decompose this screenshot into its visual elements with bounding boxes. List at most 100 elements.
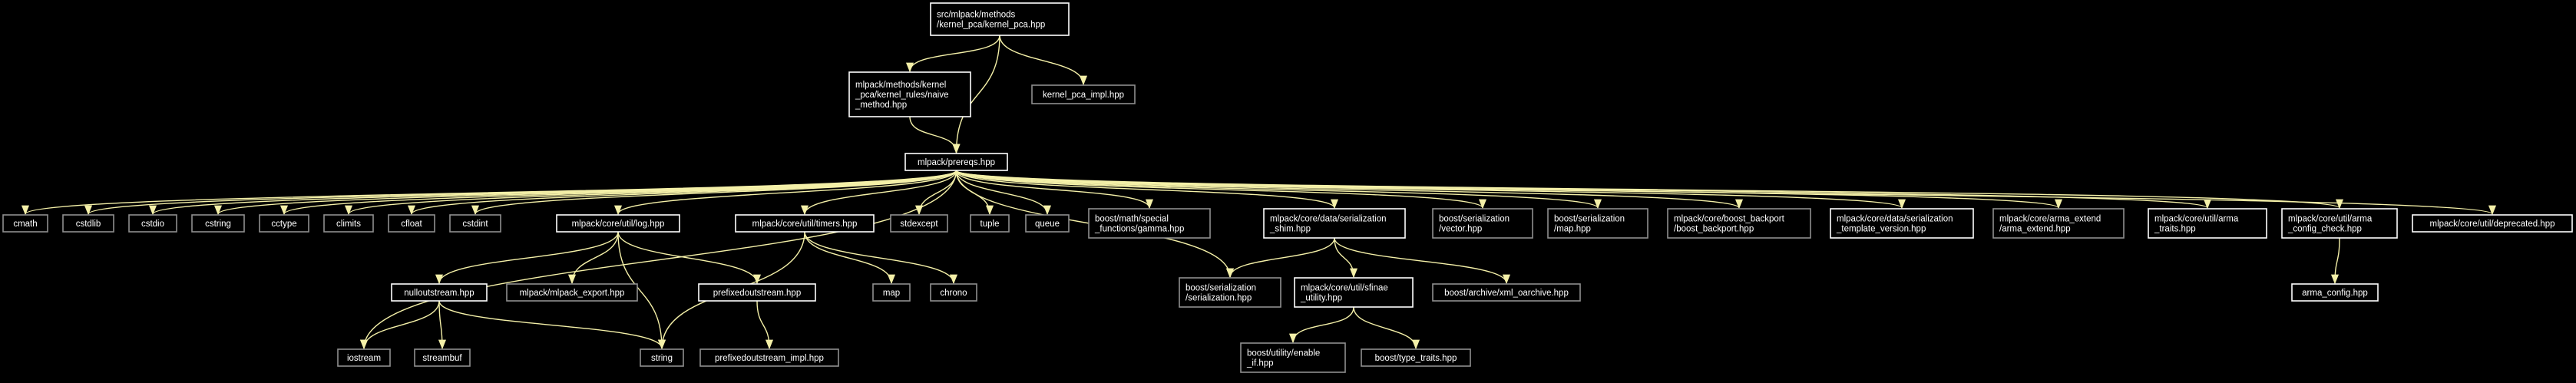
node-label-cmath-line-1: cmath xyxy=(13,220,37,229)
node-label-sfinae-line-1: mlpack/core/util/sfinae xyxy=(1301,284,1388,293)
edge-nullout-to-iostream xyxy=(359,300,440,350)
node-box-cmath xyxy=(2,214,48,233)
node-naive[interactable]: mlpack/methods/kernel_pca/kernel_rules/n… xyxy=(848,71,971,117)
edge-timers-to-chrono xyxy=(804,231,957,285)
node-label-arma_traits-line-1: mlpack/core/util/arma xyxy=(2154,215,2239,224)
node-label-config_check-line-1: mlpack/core/util/arma xyxy=(2288,215,2373,224)
node-sfinae[interactable]: mlpack/core/util/sfinae_utility.hpp xyxy=(1294,277,1414,308)
node-config_check[interactable]: mlpack/core/util/arma_config_check.hpp xyxy=(2281,208,2398,239)
node-label-impl-line-1: kernel_pca_impl.hpp xyxy=(1043,91,1124,100)
edge-prereqs-to-config_check xyxy=(955,170,2343,210)
node-stdexcept: stdexcept xyxy=(890,214,948,233)
node-label-chrono-line-1: chrono xyxy=(940,289,967,298)
node-iostream: iostream xyxy=(337,348,391,367)
node-label-stdexcept-line-1: stdexcept xyxy=(900,220,938,229)
edge-prereqs-to-cstdlib xyxy=(84,170,957,216)
node-label-prereqs-line-1: mlpack/prereqs.hpp xyxy=(918,158,995,167)
node-box-gamma xyxy=(1088,208,1211,239)
edge-prereqs-to-backport xyxy=(955,170,1743,210)
node-label-tuple-line-1: tuple xyxy=(980,220,1000,229)
nodes-layer: src/mlpack/methods/kernel_pca/kernel_pca… xyxy=(2,2,2573,373)
node-arma_config[interactable]: arma_config.hpp xyxy=(2291,283,2379,302)
node-box-shim xyxy=(1263,208,1406,239)
edge-prereqs-to-gamma xyxy=(955,170,1153,210)
node-box-stdexcept xyxy=(890,214,948,233)
node-label-arma_extend-line-2: /arma_extend.hpp xyxy=(1999,225,2071,234)
node-box-template_version xyxy=(1830,208,1974,239)
edge-prereqs-to-vector xyxy=(955,170,1486,210)
node-box-timers xyxy=(735,214,875,233)
node-label-arma_extend-line-1: mlpack/core/arma_extend xyxy=(1999,215,2101,224)
node-streambuf: streambuf xyxy=(414,348,471,367)
node-mlpack_export: mlpack/mlpack_export.hpp xyxy=(506,283,638,302)
node-label-serialization-line-1: boost/serialization xyxy=(1185,284,1256,293)
node-arma_traits[interactable]: mlpack/core/util/arma_traits.hpp xyxy=(2148,208,2267,239)
node-label-naive-line-1: mlpack/methods/kernel xyxy=(855,81,946,90)
node-nullout[interactable]: nulloutstream.hpp xyxy=(391,283,488,302)
node-box-map xyxy=(872,283,911,302)
node-label-backport-line-1: mlpack/core/boost_backport xyxy=(1674,215,1785,224)
edge-prereqs-to-cstdint xyxy=(471,170,957,216)
edge-prereqs-to-cstdio xyxy=(149,170,957,216)
node-box-xml_oarchive xyxy=(1432,283,1581,302)
node-label-shim-line-2: _shim.hpp xyxy=(1269,225,1311,234)
edge-log-to-nullout xyxy=(435,231,619,285)
node-box-sfinae xyxy=(1294,277,1414,308)
node-box-cctype xyxy=(259,214,309,233)
node-box-queue xyxy=(1025,214,1070,233)
node-label-cstdio-line-1: cstdio xyxy=(141,220,164,229)
edge-prereqs-to-queue xyxy=(955,170,1051,216)
node-label-log-line-1: mlpack/core/util/log.hpp xyxy=(572,220,665,229)
node-label-mlpack_export-line-1: mlpack/mlpack_export.hpp xyxy=(520,289,625,298)
node-cfloat: cfloat xyxy=(388,214,435,233)
node-label-map-line-1: map xyxy=(883,289,900,298)
node-box-tuple xyxy=(970,214,1010,233)
node-prereqs[interactable]: mlpack/prereqs.hpp xyxy=(904,153,1008,171)
node-box-vector xyxy=(1432,208,1533,239)
node-template_version[interactable]: mlpack/core/data/serialization_template_… xyxy=(1830,208,1974,239)
node-box-arma_config xyxy=(2291,283,2379,302)
node-log[interactable]: mlpack/core/util/log.hpp xyxy=(556,214,680,233)
edge-sfinae-to-enable_if xyxy=(1288,306,1354,344)
node-label-arma_traits-line-2: _traits.hpp xyxy=(2154,225,2196,234)
node-label-template_version-line-2: _template_version.hpp xyxy=(1836,225,1926,234)
node-cstdlib: cstdlib xyxy=(62,214,114,233)
node-label-deprecated-line-1: mlpack/core/util/deprecated.hpp xyxy=(2429,220,2555,229)
node-label-prefixed-line-1: prefixedoutstream.hpp xyxy=(713,289,801,298)
edge-prefixed-to-prefixed_impl xyxy=(756,300,774,350)
node-map: map xyxy=(872,283,911,302)
node-box-climits xyxy=(323,214,374,233)
node-string: string xyxy=(640,348,684,367)
edge-log-to-prefixed xyxy=(617,231,761,285)
edge-log-to-mlpack_export xyxy=(567,231,619,285)
node-box-impl xyxy=(1031,84,1136,104)
node-box-backport xyxy=(1667,208,1811,239)
node-label-template_version-line-1: mlpack/core/data/serialization xyxy=(1837,215,1953,224)
edge-shim-to-xml_oarchive xyxy=(1334,237,1510,285)
node-label-cctype-line-1: cctype xyxy=(271,220,296,229)
node-label-type_traits-line-1: boost/type_traits.hpp xyxy=(1375,354,1457,363)
node-box-cfloat xyxy=(388,214,435,233)
node-label-arma_config-line-1: arma_config.hpp xyxy=(2302,289,2368,298)
node-box-cstdint xyxy=(449,214,501,233)
node-box-config_check xyxy=(2281,208,2398,239)
node-shim[interactable]: mlpack/core/data/serialization_shim.hpp xyxy=(1263,208,1406,239)
edge-shim-to-serialization xyxy=(1226,237,1335,279)
node-timers[interactable]: mlpack/core/util/timers.hpp xyxy=(735,214,875,233)
node-box-iostream xyxy=(337,348,391,367)
node-climits: climits xyxy=(323,214,374,233)
node-box-cstdlib xyxy=(62,214,114,233)
node-label-root-line-1: src/mlpack/methods xyxy=(937,11,1016,20)
node-prefixed[interactable]: prefixedoutstream.hpp xyxy=(698,283,816,302)
node-label-gamma-line-2: _functions/gamma.hpp xyxy=(1094,225,1184,234)
node-label-gamma-line-1: boost/math/special xyxy=(1095,215,1169,224)
node-deprecated[interactable]: mlpack/core/util/deprecated.hpp xyxy=(2412,214,2573,233)
node-box-chrono xyxy=(930,283,977,302)
node-box-root xyxy=(930,2,1070,36)
node-label-serialization-line-2: /serialization.hpp xyxy=(1185,294,1252,303)
node-cctype: cctype xyxy=(259,214,309,233)
edge-prereqs-to-deprecated xyxy=(955,170,2496,216)
node-root[interactable]: src/mlpack/methods/kernel_pca/kernel_pca… xyxy=(930,2,1070,36)
node-label-cstring-line-1: cstring xyxy=(205,220,231,229)
node-box-map_hpp xyxy=(1547,208,1648,239)
